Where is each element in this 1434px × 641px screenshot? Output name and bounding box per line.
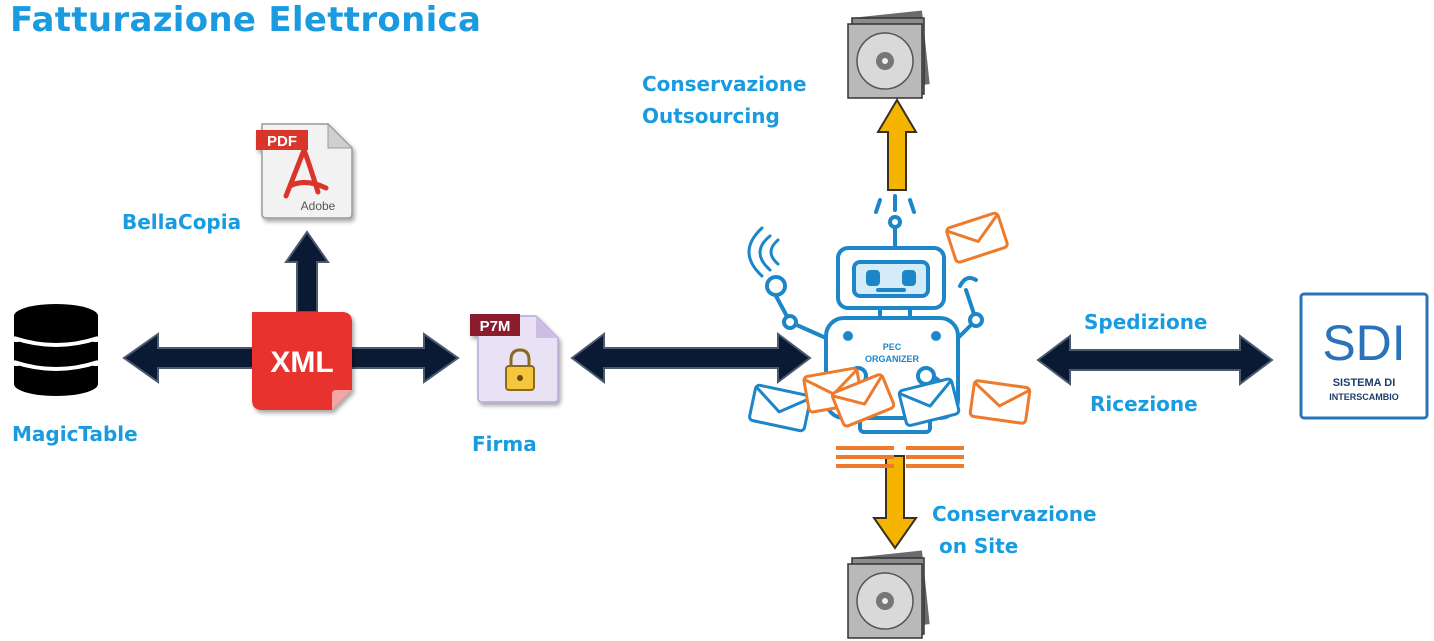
label-ricezione: Ricezione [1090, 392, 1198, 416]
database-icon [13, 304, 99, 396]
arrow-up-outsourcing [876, 98, 918, 191]
arrow-down-onsite [872, 455, 918, 550]
label-bellacopia: BellaCopia [122, 210, 242, 234]
cd-archive-icon-top [847, 10, 930, 99]
p7m-file-icon: P7M [470, 314, 559, 403]
label-conservazione-onsite-2: on Site [932, 534, 1019, 558]
label-magictable: MagicTable [12, 422, 138, 446]
sdi-logo: SDI SISTEMA DI INTERSCAMBIO [1299, 292, 1429, 420]
sdi-sub-2: INTERSCAMBIO [1329, 392, 1399, 402]
sdi-logo-text: SDI [1322, 315, 1405, 371]
pec-label-2: ORGANIZER [865, 354, 920, 364]
envelope-icon [831, 373, 896, 428]
pec-label-1: PEC [883, 342, 902, 352]
xml-file-icon: XML [252, 312, 352, 410]
arrow-xml-firma [349, 332, 460, 384]
envelope-icon [748, 383, 812, 433]
pdf-file-icon: PDF Adobe [256, 122, 354, 219]
envelope-icons [748, 211, 1032, 433]
cd-archive-icon-bottom [847, 550, 930, 639]
robot-pec-organizer-icon [747, 194, 984, 434]
pdf-label: PDF [267, 133, 297, 150]
p7m-label: P7M [480, 318, 511, 335]
arrow-firma-robot [570, 332, 812, 384]
xml-label: XML [270, 346, 333, 379]
label-spedizione: Spedizione [1084, 310, 1208, 334]
envelope-icon [945, 211, 1009, 264]
envelope-icon [897, 377, 961, 427]
label-conservazione-onsite-1: Conservazione [932, 502, 1097, 526]
sdi-sub-1: SISTEMA DI [1333, 377, 1396, 389]
page-title: Fatturazione Elettronica [10, 0, 482, 40]
label-conservazione-outsourcing-1: Conservazione [642, 72, 807, 96]
stripes-decoration [836, 446, 964, 468]
arrow-db-xml [122, 332, 263, 384]
label-firma: Firma [472, 432, 537, 456]
label-conservazione-outsourcing-2: Outsourcing [642, 104, 780, 128]
arrow-xml-pdf [284, 230, 330, 313]
envelope-icon [968, 379, 1032, 425]
adobe-label: Adobe [301, 199, 336, 213]
arrow-robot-sdi [1036, 334, 1274, 386]
